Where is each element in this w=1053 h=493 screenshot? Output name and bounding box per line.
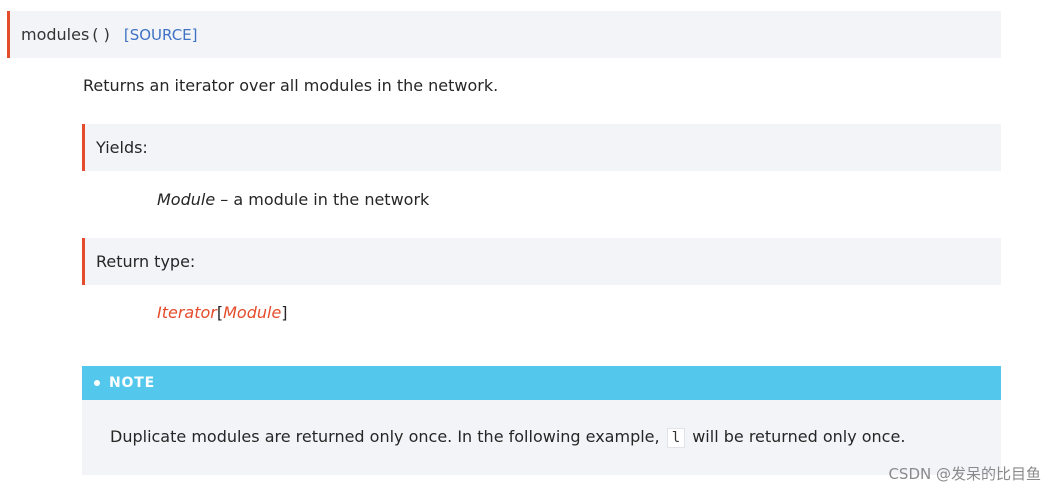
module-type-link[interactable]: Module (223, 303, 282, 322)
note-text-before: Duplicate modules are returned only once… (110, 427, 660, 446)
bracket-close: ] (281, 303, 288, 322)
method-description: Returns an iterator over all modules in … (83, 76, 499, 95)
yields-field-label: Yields: (82, 124, 1001, 171)
yields-label: Yields: (96, 138, 148, 157)
note-title: NOTE (109, 375, 155, 391)
inline-code: l (666, 428, 686, 448)
bracket-open: [ (216, 303, 224, 322)
return-type-label: Return type: (96, 252, 196, 271)
return-type-body: Iterator[Module] (157, 303, 288, 322)
watermark: CSDN @发呆的比目鱼 (888, 465, 1041, 483)
bullet-icon (94, 380, 100, 386)
yields-text: – a module in the network (215, 190, 430, 209)
yields-body: Module – a module in the network (157, 190, 429, 209)
note-header: NOTE (82, 366, 1001, 400)
note-text-after: will be returned only once. (692, 427, 906, 446)
return-type-field-label: Return type: (82, 238, 1001, 285)
yields-type: Module (157, 190, 216, 209)
method-signature: modules ( ) [SOURCE] (7, 11, 1001, 58)
method-name: modules (21, 25, 90, 44)
note-body: Duplicate modules are returned only once… (82, 400, 1001, 475)
iterator-type-link[interactable]: Iterator (157, 303, 217, 322)
method-parens: ( ) (92, 25, 110, 44)
source-link[interactable]: [SOURCE] (123, 25, 198, 44)
